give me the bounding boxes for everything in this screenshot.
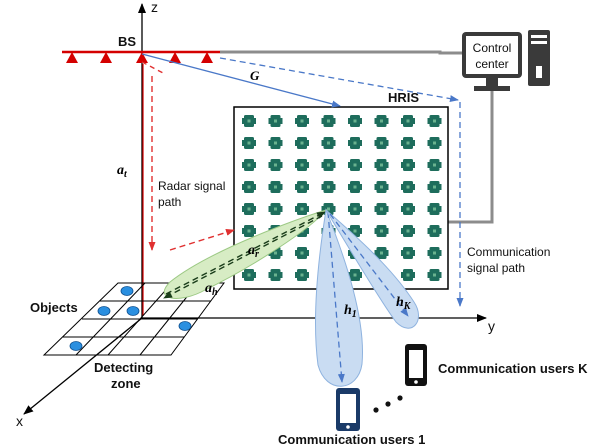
h-1-label: h1 [344, 303, 357, 320]
hris-element [321, 181, 336, 193]
hris-element [401, 159, 415, 171]
hris-element [401, 247, 415, 259]
hris-element [242, 115, 256, 127]
channel-g-label: G [250, 68, 260, 83]
hris-element [401, 115, 415, 127]
hris-element [295, 115, 309, 127]
hris-element [401, 181, 415, 193]
hris-element [295, 247, 309, 259]
hris-element [268, 137, 283, 149]
h-k-label: hK [396, 295, 412, 312]
comm-path-label-line2: signal path [467, 261, 525, 275]
hris-element [374, 203, 389, 215]
radar-path-diag [141, 61, 166, 75]
object-marker [69, 341, 83, 351]
hris-element [374, 225, 389, 237]
detecting-zone: Objects Detecting zone [30, 282, 225, 391]
z-axis-label: z [151, 0, 158, 15]
hris-element [348, 137, 362, 149]
hris-element [427, 269, 442, 281]
channel-g-arrow [141, 53, 341, 108]
hris-element [242, 159, 256, 171]
a-t-label: at [117, 163, 128, 180]
a-h-label: ah [205, 281, 218, 298]
control-label-line2: center [475, 57, 508, 71]
hris-element [242, 225, 256, 237]
object-marker [97, 306, 111, 316]
hris-element [242, 137, 256, 149]
hris-element [242, 203, 256, 215]
phone-user-k [405, 344, 427, 386]
hris-element [374, 247, 389, 259]
control-label-line1: Control [473, 41, 512, 55]
hris-element [348, 269, 362, 281]
hris-element [268, 115, 283, 127]
radar-path-to-hris [169, 229, 235, 251]
hris-element [348, 181, 362, 193]
hris-element [427, 225, 442, 237]
users-1-label: Communication users 1 [278, 432, 425, 447]
users-k-label: Communication users K [438, 361, 588, 376]
detecting-zone-label-line1: Detecting [94, 360, 153, 375]
hris-element [295, 137, 309, 149]
hris-element [374, 115, 389, 127]
control-center-computer: Control center [462, 30, 550, 91]
hris-element [268, 203, 283, 215]
hris-element [374, 137, 389, 149]
x-axis-label: x [16, 413, 23, 429]
hris-element [321, 159, 336, 171]
hris-element [374, 181, 389, 193]
hris-element [295, 159, 309, 171]
hris-element [295, 181, 309, 193]
hris-element [242, 181, 256, 193]
hris-element [427, 247, 442, 259]
hris-element [374, 159, 389, 171]
radar-beam: ar ah [163, 209, 328, 299]
hris-element [427, 137, 442, 149]
hris-element [401, 269, 415, 281]
hris-label: HRIS [388, 90, 419, 105]
hris-element [348, 115, 362, 127]
hris-element [427, 159, 442, 171]
hris-element [348, 159, 362, 171]
hris-element [295, 203, 309, 215]
x-axis [23, 317, 143, 415]
hris-element [295, 269, 309, 281]
communication-beam-user-1: h1 [315, 208, 364, 387]
bs-label: BS [118, 34, 136, 49]
hris-element [321, 137, 336, 149]
comm-path-top [219, 57, 459, 103]
object-marker [120, 286, 134, 296]
hris-element [427, 181, 442, 193]
hris-element [242, 269, 256, 281]
object-marker [178, 321, 192, 331]
communication-beam-user-k: hK [325, 209, 419, 329]
hris-element [268, 269, 283, 281]
hris-element [427, 203, 442, 215]
hris-element [401, 137, 415, 149]
detected-objects [69, 286, 192, 351]
hris-element [401, 225, 415, 237]
hris-element [268, 159, 283, 171]
radar-label-line2: path [158, 195, 181, 209]
hris-element [268, 181, 283, 193]
hris-element [348, 203, 362, 215]
a-r-label: ar [248, 243, 259, 260]
ellipsis-dots [373, 395, 403, 413]
detecting-zone-label-line2: zone [111, 376, 141, 391]
object-marker [126, 306, 140, 316]
hris-element [427, 115, 442, 127]
hris-element [321, 115, 336, 127]
y-axis-label: y [488, 318, 495, 334]
comm-path-label-line1: Communication [467, 245, 550, 259]
phone-user-1 [336, 388, 360, 431]
control-cable-hris [448, 84, 494, 224]
hris-element [401, 203, 415, 215]
radar-label-line1: Radar signal [158, 179, 225, 193]
control-cable-bs [220, 50, 462, 55]
objects-label: Objects [30, 300, 78, 315]
base-station: BS [62, 34, 220, 63]
